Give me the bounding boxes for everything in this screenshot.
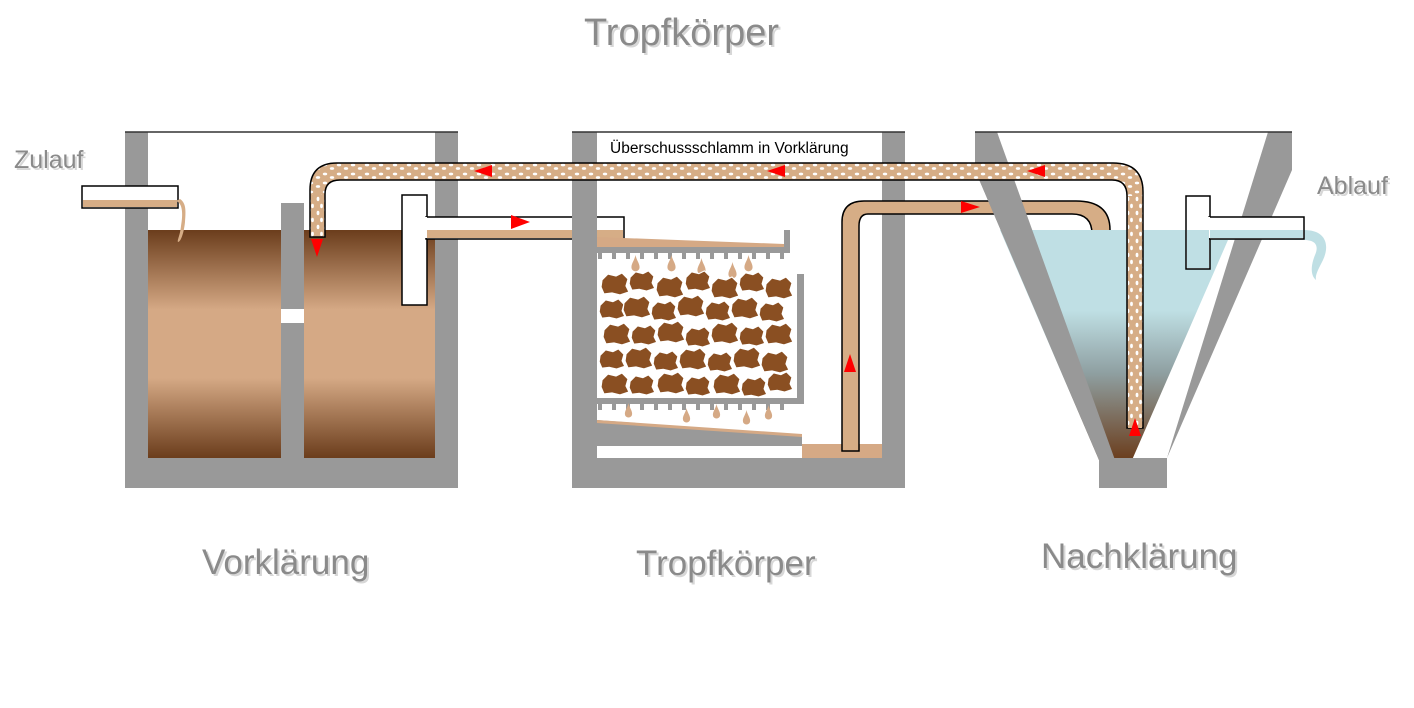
primary-clarifier-label: Vorklärung [202, 543, 370, 582]
flow-arrow-icon [474, 165, 492, 177]
flow-arrow-icon [767, 165, 785, 177]
inflow-pipe [81, 185, 186, 242]
flow-arrow-icon [511, 215, 530, 229]
outflow-label: Ablauf [1317, 172, 1388, 200]
partition-opening [281, 309, 304, 323]
secondary-clarifier-label: Nachklärung [1041, 537, 1238, 576]
inflow-label: Zulauf [14, 146, 84, 174]
sludge-return-label: Überschussschlamm in Vorklärung [606, 140, 853, 158]
sludge-return-pipe [309, 162, 1144, 436]
trickling-filter-label: Tropfkörper [636, 544, 816, 583]
flow-arrow-icon [961, 201, 980, 213]
flow-arrow-icon [844, 354, 856, 372]
flow-arrow-icon [1027, 165, 1045, 177]
trickling-filter-tank [572, 131, 905, 488]
flow-arrow-icon [1129, 418, 1141, 436]
secondary-clarifier-tank [975, 131, 1327, 488]
filter-media [598, 270, 794, 398]
flow-arrow-icon [311, 239, 323, 257]
primary-partition-wall [281, 203, 304, 309]
diagram-title: Tropfkörper [584, 12, 779, 54]
